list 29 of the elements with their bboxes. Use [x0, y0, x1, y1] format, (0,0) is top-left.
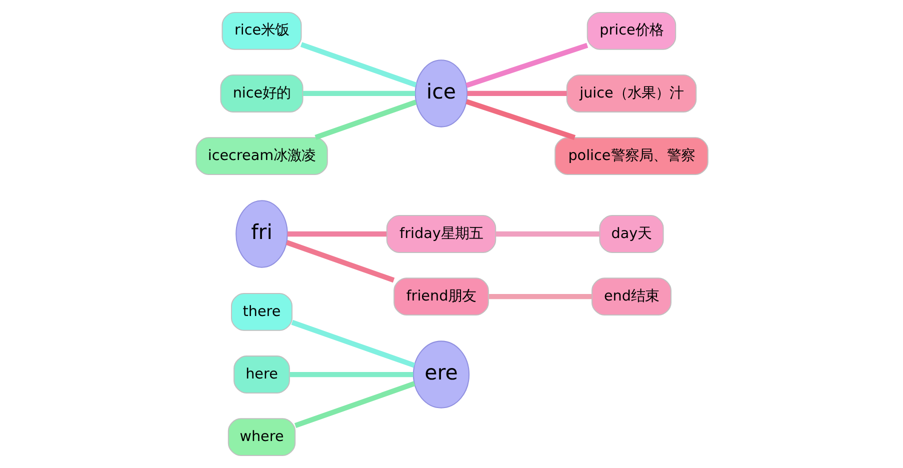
- node-box: juice（水果）汁: [566, 74, 696, 112]
- connector: [465, 42, 588, 88]
- connector: [286, 231, 386, 237]
- node-box: nice好的: [220, 74, 303, 112]
- node-ellipse: fri: [235, 200, 288, 268]
- connector: [495, 231, 600, 237]
- connector: [466, 90, 566, 96]
- node-box: rice米饭: [221, 12, 302, 50]
- node-box: where: [227, 418, 296, 456]
- node-box: icecream冰激凌: [195, 137, 328, 176]
- node-ellipse: ere: [412, 340, 470, 408]
- node-box: friday星期五: [386, 215, 496, 253]
- node-box: day天: [598, 215, 664, 253]
- connector: [465, 99, 576, 140]
- node-box: friend朋友: [393, 278, 488, 316]
- node-box: end结束: [590, 278, 671, 316]
- connector: [488, 294, 592, 300]
- connector: [314, 100, 416, 140]
- node-box: police警察局、警察: [554, 137, 708, 176]
- connector: [294, 381, 415, 428]
- node-box: there: [230, 292, 292, 331]
- node-box: price价格: [586, 12, 676, 50]
- connector: [302, 90, 415, 96]
- connector: [300, 42, 416, 88]
- node-ellipse: ice: [414, 60, 468, 128]
- connector: [290, 320, 415, 368]
- node-box: here: [233, 356, 290, 394]
- connector: [285, 240, 394, 283]
- connector: [289, 372, 413, 378]
